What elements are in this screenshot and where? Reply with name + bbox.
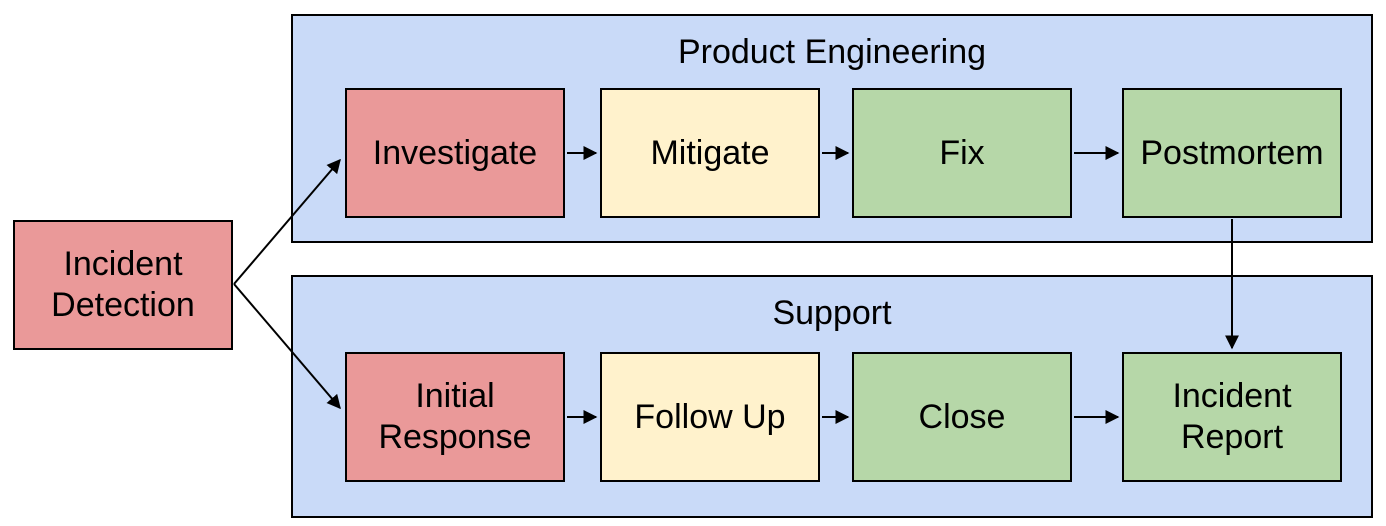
node-follow-up-label: Follow Up xyxy=(634,397,786,436)
node-postmortem-label: Postmortem xyxy=(1140,133,1324,172)
node-close-label: Close xyxy=(918,397,1006,436)
node-postmortem: Postmortem xyxy=(1122,88,1342,218)
node-incident-detection-label: Incident Detection xyxy=(51,245,195,324)
node-incident-detection: Incident Detection xyxy=(13,220,233,350)
node-mitigate: Mitigate xyxy=(600,88,820,218)
node-initial-response: Initial Response xyxy=(345,352,565,482)
lane-title-support: Support xyxy=(772,294,892,332)
node-fix: Fix xyxy=(852,88,1072,218)
node-close: Close xyxy=(852,352,1072,482)
node-investigate-label: Investigate xyxy=(372,133,538,172)
node-initial-response-label: Initial Response xyxy=(378,377,532,456)
node-incident-report: Incident Report xyxy=(1122,352,1342,482)
node-mitigate-label: Mitigate xyxy=(650,133,770,172)
node-fix-label: Fix xyxy=(939,133,985,172)
node-follow-up: Follow Up xyxy=(600,352,820,482)
node-incident-report-label: Incident Report xyxy=(1172,377,1292,456)
lane-title-product-engineering: Product Engineering xyxy=(677,33,987,71)
node-investigate: Investigate xyxy=(345,88,565,218)
